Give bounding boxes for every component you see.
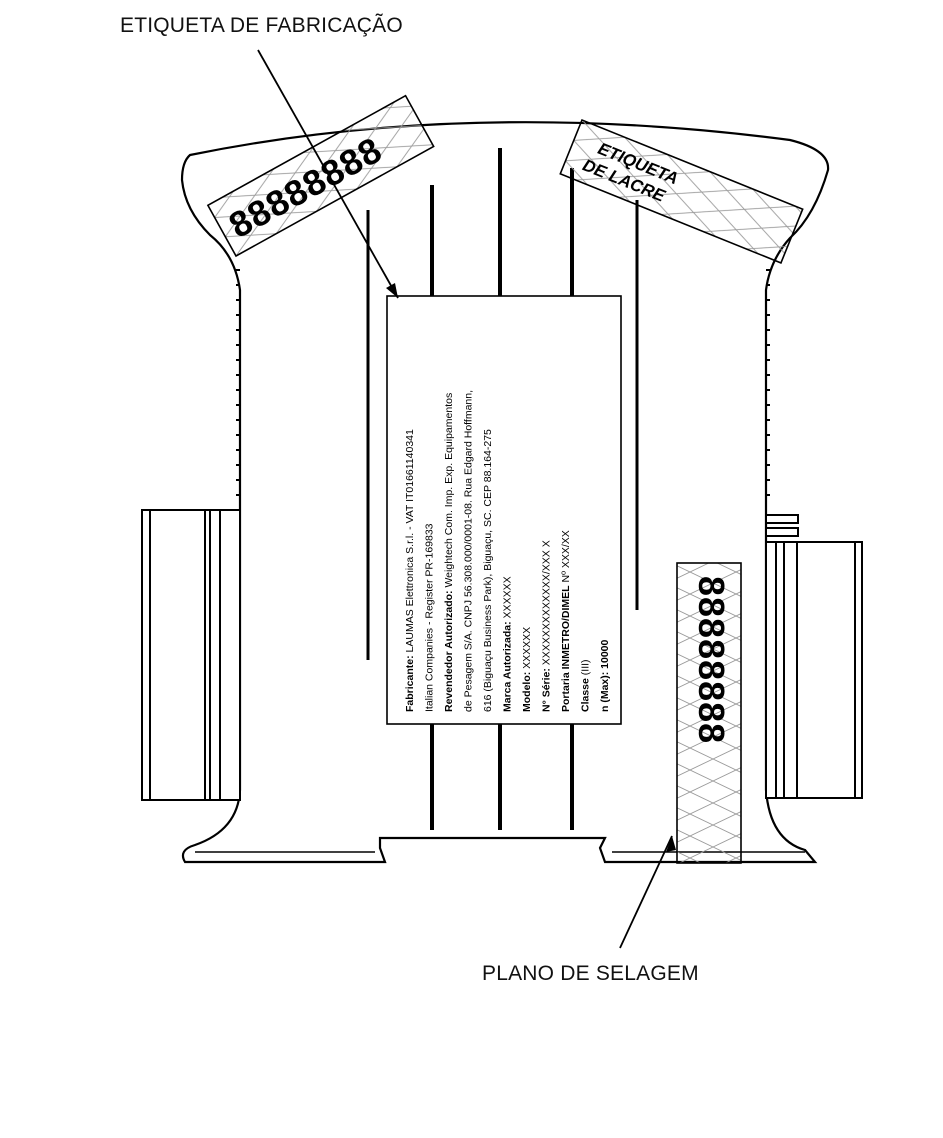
- leader-manufacturing-label: [257, 49, 399, 299]
- plate-line: Italian Companies - Register PR-169833: [424, 523, 436, 712]
- plate-line: Revendedor Autorizado: Weightech Com. Im…: [443, 393, 455, 712]
- seal-number-side: 88888888: [691, 576, 732, 744]
- leader-sealing-plan: [619, 835, 673, 949]
- plate-line: Marca Autorizada: XXXXXX: [502, 576, 514, 712]
- plate-line: n (Max): 10000: [599, 639, 611, 712]
- plate-text: Fabricante: LAUMAS Elettronica S.r.l. - …: [404, 390, 611, 712]
- left-knurl: [236, 269, 240, 496]
- right-connector-block: [765, 514, 863, 799]
- plate-line: 616 (Biguaçu Business Park), Biguaçu, SC…: [482, 429, 494, 712]
- callout-sealing-plan: PLANO DE SELAGEM: [482, 962, 699, 985]
- leader-arrowhead-top: [386, 283, 398, 298]
- leader-arrowhead-bottom: [666, 836, 676, 852]
- left-connector-block: [141, 509, 241, 801]
- callout-manufacturing-label: ETIQUETA DE FABRICAÇÃO: [120, 14, 403, 37]
- plate-line: Classe (III): [580, 659, 592, 712]
- plate-line: Fabricante: LAUMAS Elettronica S.r.l. - …: [404, 429, 416, 712]
- plate-line: de Pesagem S/A. CNPJ 56.308.000/0001-08.…: [463, 390, 475, 712]
- plate-line: N° Série: XXXXXXXXXXXXX/XXX X: [541, 540, 553, 712]
- right-knurl: [766, 269, 770, 496]
- manufacturing-plate: Fabricante: LAUMAS Elettronica S.r.l. - …: [386, 295, 622, 725]
- plate-line: Modelo: XXXXXX: [521, 627, 533, 712]
- plate-line: Portaria INMETRO/DIMEL Nº XXX/XX: [560, 530, 572, 712]
- seal-tape-side: 88888888: [676, 562, 742, 864]
